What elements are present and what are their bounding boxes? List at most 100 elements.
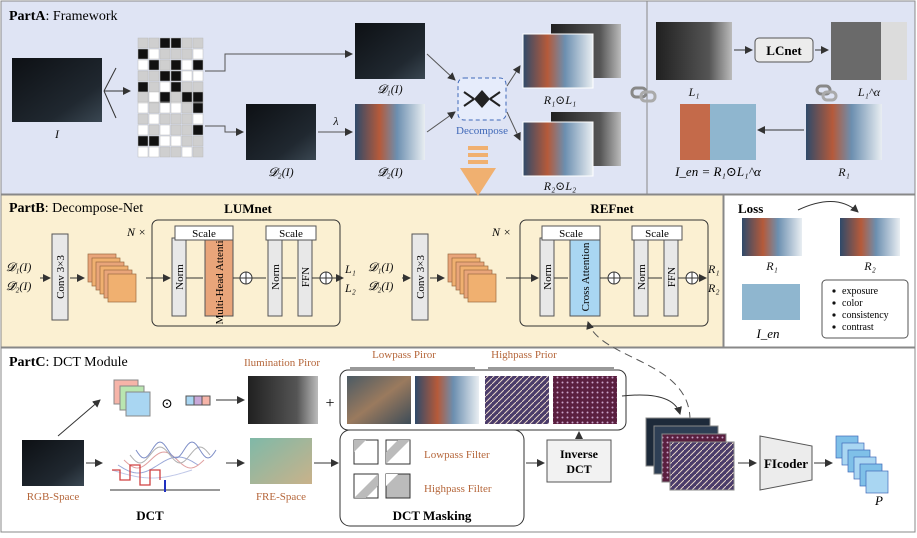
inverse-dct-label-1: Inverse: [560, 447, 599, 461]
highpass-filter-label: Highpass Filter: [424, 483, 492, 495]
l1-right-label: L₁: [688, 85, 700, 99]
d2-image: [246, 104, 316, 160]
inverse-dct-block: [546, 439, 612, 483]
enhanced-label: I_en = R₁⊙L₁^α: [674, 164, 762, 179]
prior-feature-stack: [645, 417, 735, 491]
d2-label: 𝓓₂(I): [268, 165, 293, 179]
d1-label: 𝓓₁(I): [377, 82, 402, 96]
l1-right-image: [656, 22, 732, 80]
mha-label: Multi-Head Attention: [214, 229, 226, 325]
link-icon: [630, 86, 657, 103]
mha-block: [204, 237, 234, 317]
svg-text:Norm: Norm: [636, 264, 648, 290]
svg-text:Scale: Scale: [279, 228, 303, 240]
ref-n-label: N ×: [491, 225, 511, 239]
highpass-prior-2: [553, 376, 617, 424]
channel-stack-icon: [113, 379, 151, 417]
lumnet-title: LUMnet: [224, 201, 272, 216]
lcnet-block: [754, 37, 814, 63]
svg-text:Norm: Norm: [542, 264, 554, 290]
refnet-block: [519, 219, 709, 327]
svg-text:Norm: Norm: [174, 264, 186, 290]
lum-scale1: [174, 225, 234, 241]
r1-image: [522, 33, 594, 89]
loss-r1-label: R₁: [765, 259, 778, 273]
output-p-stack: [835, 435, 889, 494]
illum-prior-label: Ilumination Piror: [244, 357, 320, 369]
part-a-title: PartA: Framework: [9, 9, 117, 24]
l1-alpha-label: L₁^α: [857, 85, 881, 99]
inverse-dct-label-2: DCT: [566, 462, 591, 476]
ref-out-r1: R₁: [707, 262, 720, 276]
part-b-title: PartB: Decompose-Net: [9, 201, 143, 216]
ficoder-block: [759, 435, 813, 491]
bullet-icon: [832, 289, 836, 293]
loss-ien-label: I_en: [755, 326, 779, 341]
d2bar-image: [355, 104, 425, 160]
lum-input1: 𝓓₁(I): [6, 260, 31, 274]
lum-input2: 𝓓̄₂(I): [6, 279, 31, 293]
r2-image: [522, 121, 594, 177]
svg-text:Scale: Scale: [192, 228, 216, 240]
loss-r2-label: R₂: [863, 259, 876, 273]
bullet-icon: [832, 325, 836, 329]
ref-conv-label: Conv 3×3: [415, 255, 427, 299]
dct-waveform: [110, 441, 220, 492]
fre-space-image: [250, 438, 312, 484]
svg-text:Scale: Scale: [645, 228, 669, 240]
lowpass-filter-icon: [353, 439, 411, 465]
cross-attention-label: Cross Attention: [580, 242, 592, 311]
p-label: P: [874, 493, 883, 508]
ref-feature-maps: [447, 253, 497, 303]
random-mask-2: [137, 91, 204, 158]
r2l2-label: R₂⊙L₂: [543, 179, 576, 193]
rgb-image: [22, 440, 84, 486]
lum-feature-maps: [87, 253, 137, 303]
lum-conv-block: [51, 233, 69, 321]
r1-right-image: [806, 104, 882, 160]
svg-text:FFN: FFN: [666, 267, 678, 287]
ref-out-r2: R₂: [707, 281, 720, 295]
fre-space-label: FRE-Space: [256, 491, 306, 503]
highpass-prior-label: Highpass Prior: [491, 349, 557, 361]
bullet-icon: [832, 313, 836, 317]
lowpass-prior-label: Lowpass Piror: [372, 349, 436, 361]
loss-list-box: [821, 279, 909, 339]
ref-scale2: [631, 225, 683, 241]
input-image: [12, 58, 102, 122]
lum-out-l1: L₁: [344, 262, 356, 276]
ref-input2: 𝓓̄₂(I): [368, 279, 393, 293]
loss-r2-image: [840, 218, 900, 256]
lowpass-prior-2: [415, 376, 479, 424]
channel-weight-icon: [185, 395, 211, 406]
svg-text:FFN: FFN: [300, 267, 312, 287]
loss-title: Loss: [738, 201, 763, 216]
ref-conv-block: [411, 233, 429, 321]
ficoder-label: FIcoder: [764, 456, 808, 471]
lum-conv-label: Conv 3×3: [55, 255, 67, 299]
lum-out-l2: L₂: [344, 281, 356, 295]
lum-scale2: [265, 225, 317, 241]
highpass-filter-icon: [353, 473, 411, 499]
loss-item: color: [842, 298, 863, 309]
plus-icon: +: [325, 395, 334, 412]
loss-r1-image: [742, 218, 802, 256]
lum-n-label: N ×: [126, 225, 146, 239]
loss-item: contrast: [842, 322, 874, 333]
hadamard-icon: ⊙: [161, 397, 173, 412]
svg-text:Norm: Norm: [270, 264, 282, 290]
d2bar-label: 𝓓̄₂(I): [377, 165, 402, 179]
ref-input1: 𝓓₁(I): [368, 260, 393, 274]
svg-text:Scale: Scale: [559, 228, 583, 240]
rgb-space-label: RGB-Space: [27, 491, 80, 503]
cross-attention-block: [569, 237, 601, 317]
prior-feedback-arrow: [586, 321, 691, 421]
input-label: I: [54, 127, 60, 141]
link-icon-2: [815, 84, 838, 102]
dct-label: DCT: [136, 508, 164, 523]
d1-image: [355, 23, 425, 79]
bullet-icon: [832, 301, 836, 305]
r1l1-label: R₁⊙L₁: [543, 93, 576, 107]
lambda-label: λ: [332, 114, 338, 128]
